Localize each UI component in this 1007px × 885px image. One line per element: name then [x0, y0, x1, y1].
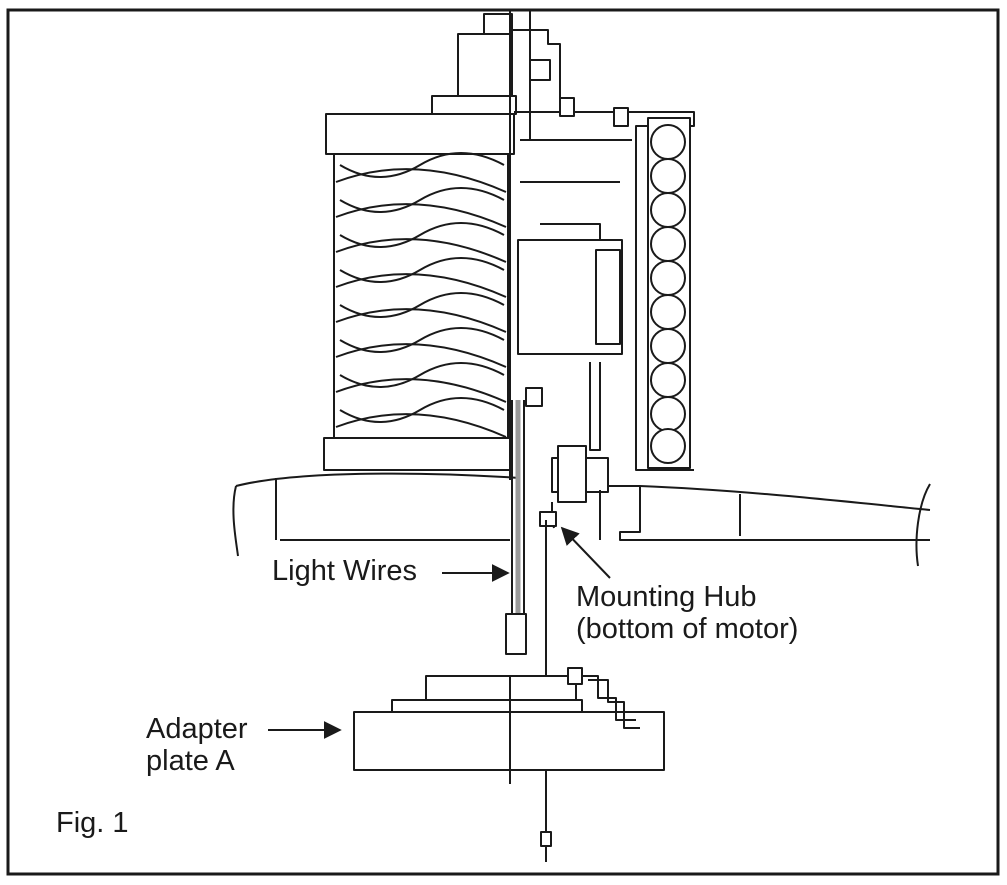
adapter-label-line1: Adapter	[146, 713, 248, 745]
wire-connector	[505, 613, 527, 655]
bolt-head	[540, 831, 552, 847]
light-wires-callout: Light Wires	[272, 555, 510, 587]
motor-coil	[333, 152, 509, 439]
light-bulb-stack	[647, 117, 691, 469]
figure-frame	[6, 8, 1000, 876]
top-collar	[431, 13, 561, 115]
motor-bottom-plate	[323, 437, 513, 471]
mounting-hub	[539, 445, 609, 529]
mounting-hub-callout: Mounting Hub (bottom of motor)	[560, 526, 798, 645]
mounting-hub-label-line1: Mounting Hub	[576, 581, 757, 613]
figure-caption: Fig. 1	[56, 807, 129, 839]
light-wires-label: Light Wires	[272, 555, 417, 587]
housing-screws	[525, 97, 629, 407]
fan-base	[232, 472, 931, 567]
light-wires	[505, 400, 527, 655]
switch-housing	[514, 111, 695, 471]
motor-top-plate	[325, 113, 515, 155]
adapter-plate-callout: Adapter plate A	[146, 713, 342, 777]
mounting-hub-label-line2: (bottom of motor)	[576, 613, 798, 645]
adapter-plate-a	[353, 667, 665, 784]
adapter-label-line2: plate A	[146, 745, 235, 777]
